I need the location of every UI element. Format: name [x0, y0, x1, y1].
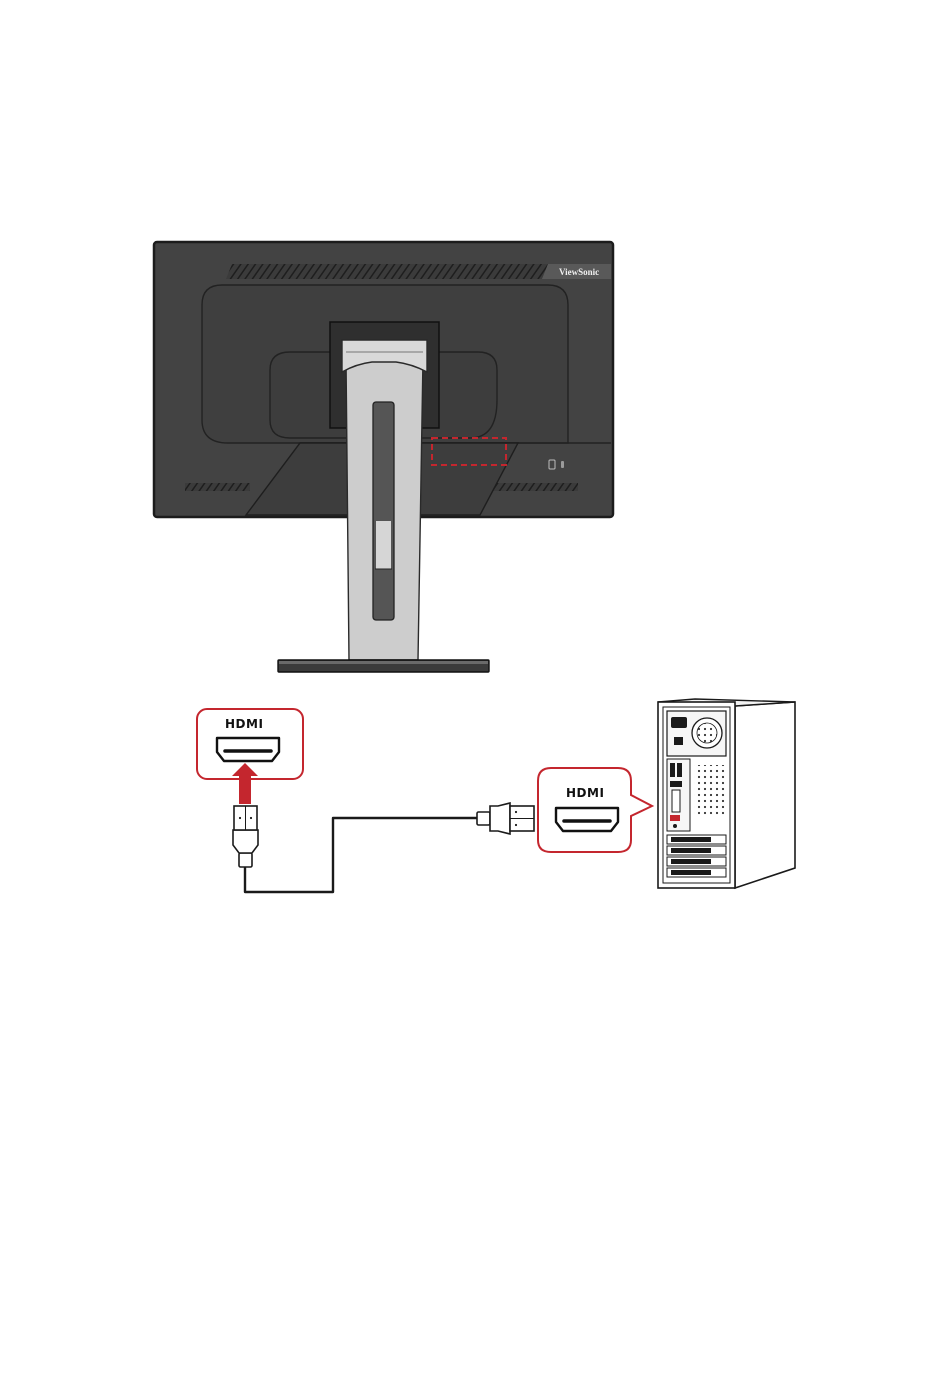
computer-tower	[658, 699, 795, 888]
monitor-hdmi-label: HDMI	[225, 717, 263, 731]
computer-hdmi-port-highlight	[670, 815, 680, 821]
monitor-hdmi-callout: HDMI	[197, 709, 303, 804]
monitor-bottom-vent-left	[185, 483, 250, 491]
computer-side-panel	[735, 702, 795, 888]
power-socket-icon	[671, 717, 687, 728]
hdmi-cable	[233, 803, 534, 892]
hdmi-plug-computer-end	[477, 803, 534, 834]
hdmi-plug-monitor-end	[233, 806, 258, 867]
computer-rear-vent	[694, 765, 726, 815]
stand-cable-slot	[373, 402, 394, 620]
hdmi-cable-wire	[245, 818, 478, 892]
computer-hdmi-callout: HDMI	[538, 768, 652, 852]
monitor-brand-logo: ViewSonic	[559, 267, 599, 277]
monitor-bottom-vent-right	[493, 483, 578, 491]
power-switch-icon	[674, 737, 683, 745]
monitor-top-vent	[226, 264, 548, 279]
power-port-icon	[561, 461, 564, 468]
computer-hdmi-label: HDMI	[566, 786, 604, 800]
